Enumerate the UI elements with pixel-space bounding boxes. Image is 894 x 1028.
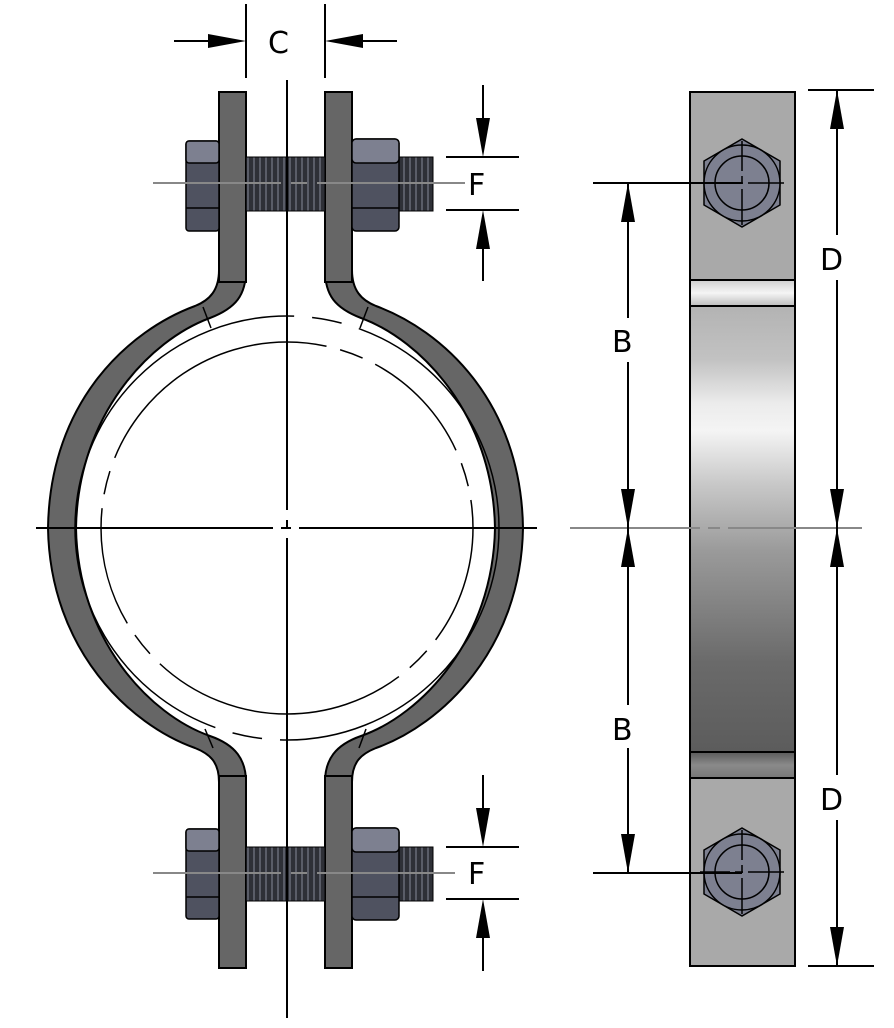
dimension-label-b-top: B bbox=[612, 325, 633, 360]
dimension-b-top: B bbox=[612, 183, 635, 528]
dimension-d-bottom: D bbox=[820, 528, 844, 966]
front-view: C F F bbox=[36, 4, 537, 1018]
side-view: B B D D bbox=[570, 89, 874, 967]
dimension-f-top: F bbox=[446, 85, 519, 281]
dimension-label-f-top: F bbox=[468, 168, 485, 203]
dimension-c: C bbox=[174, 4, 397, 78]
dimension-label-d-top: D bbox=[820, 243, 843, 278]
top-right-ear bbox=[324, 91, 353, 283]
dimension-d-top: D bbox=[820, 90, 844, 528]
dimension-label-c: C bbox=[268, 26, 289, 61]
side-bend-top bbox=[689, 279, 796, 307]
dimension-label-b-bottom: B bbox=[612, 713, 633, 748]
dimension-label-d-bottom: D bbox=[820, 783, 843, 818]
dimension-label-f-bottom: F bbox=[468, 857, 485, 892]
top-left-ear bbox=[218, 91, 247, 283]
clamp-strap bbox=[46, 269, 525, 783]
dimension-b-bottom: B bbox=[612, 528, 635, 873]
dimension-f-bottom: F bbox=[446, 775, 519, 971]
front-center-lines bbox=[36, 80, 537, 1018]
side-bend-bottom bbox=[689, 751, 796, 779]
